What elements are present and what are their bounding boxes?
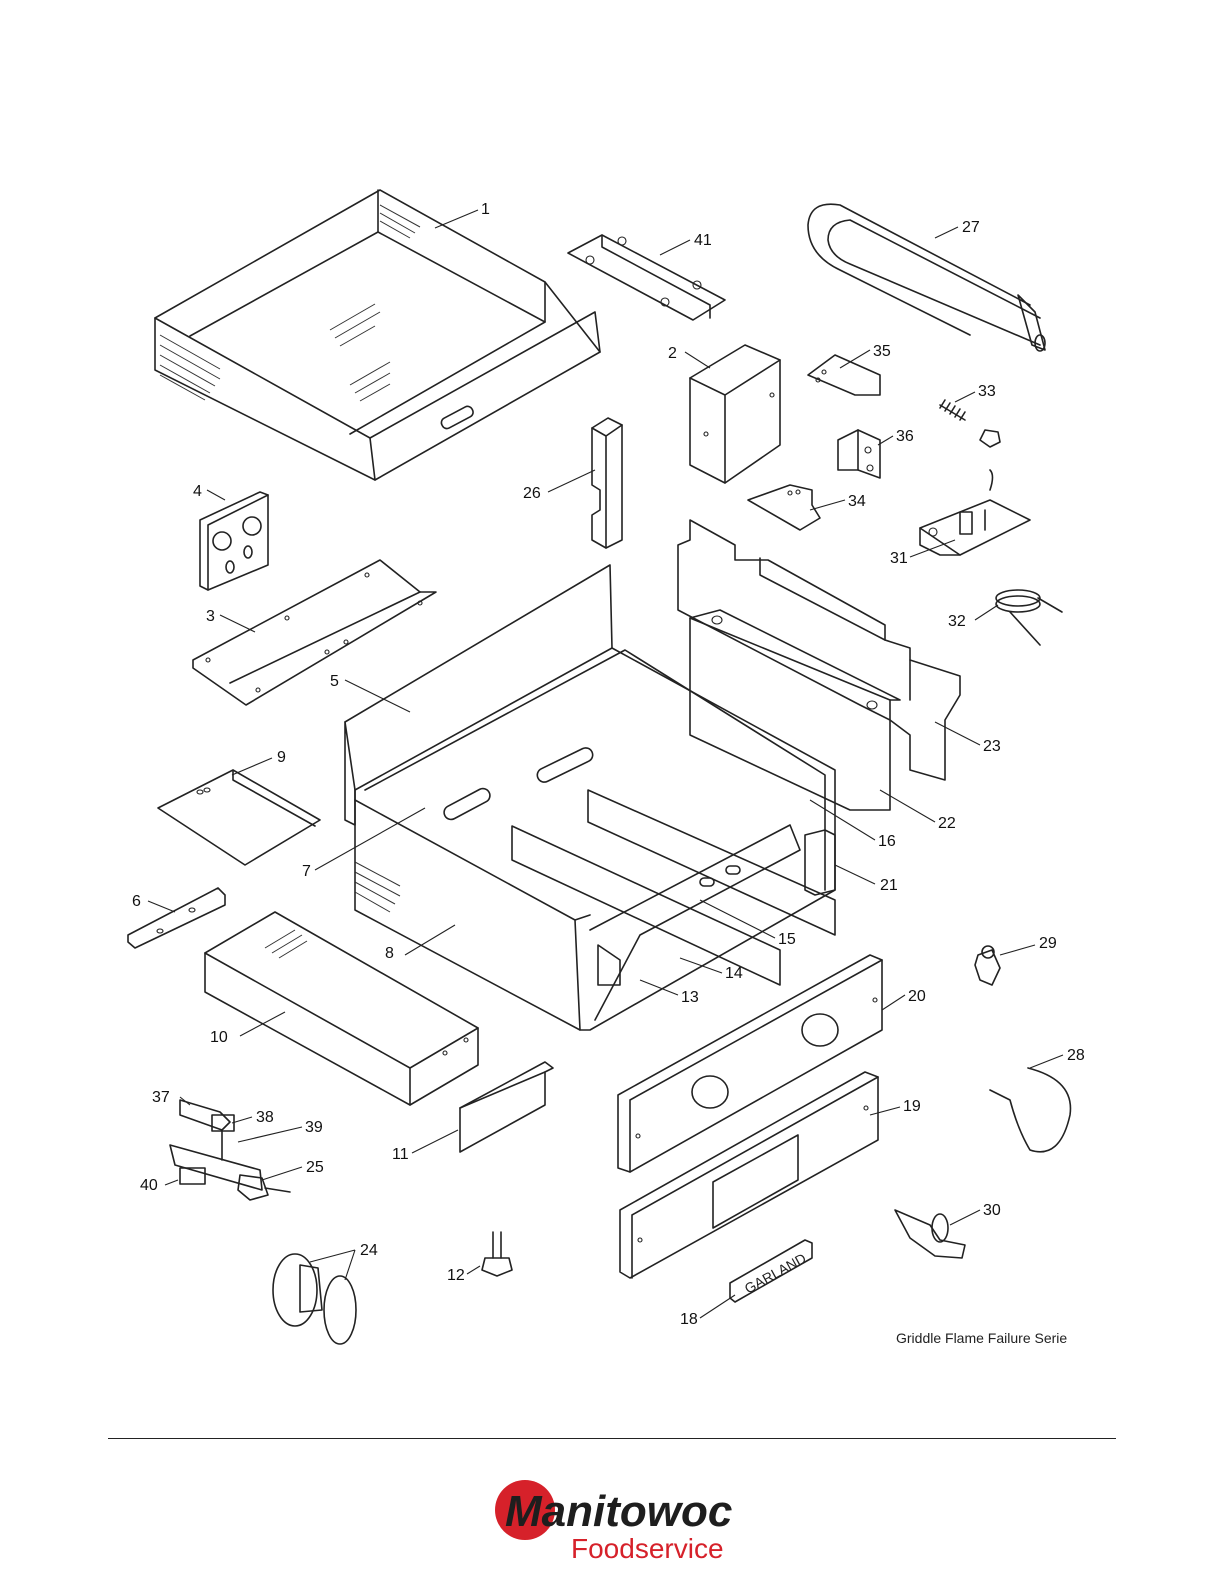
- part-27-burner-tube: [808, 204, 1045, 351]
- part-label-18: 18: [680, 1311, 698, 1328]
- part-label-19: 19: [903, 1098, 921, 1115]
- part-label-15: 15: [778, 931, 796, 948]
- part-label-34: 34: [848, 493, 866, 510]
- part-label-33: 33: [978, 383, 996, 400]
- part-label-35: 35: [873, 343, 891, 360]
- part-label-12: 12: [447, 1267, 465, 1284]
- diagram-caption: Griddle Flame Failure Serie: [896, 1330, 1067, 1346]
- part-label-24: 24: [360, 1242, 378, 1259]
- part-label-28: 28: [1067, 1047, 1085, 1064]
- part-label-38: 38: [256, 1109, 274, 1126]
- part-32-thermocouple-coil: [996, 590, 1062, 645]
- part-26-baffle: [592, 418, 622, 548]
- part-29-fitting: [975, 946, 1000, 985]
- part-28-wire: [990, 1068, 1070, 1152]
- part-label-20: 20: [908, 988, 926, 1005]
- part-label-40: 40: [140, 1177, 158, 1194]
- part-label-5: 5: [330, 673, 339, 690]
- part-label-32: 32: [948, 613, 966, 630]
- part-label-6: 6: [132, 893, 141, 910]
- part-label-39: 39: [305, 1119, 323, 1136]
- part-21-side-trim: [805, 830, 835, 895]
- footer-rule: [108, 1438, 1116, 1439]
- part-label-31: 31: [890, 550, 908, 567]
- part-label-29: 29: [1039, 935, 1057, 952]
- logo-brand-text: Manitowoc: [505, 1487, 732, 1536]
- part-5-8-main-body: [345, 565, 835, 1030]
- part-label-14: 14: [725, 965, 743, 982]
- part-label-41: 41: [694, 232, 712, 249]
- part-label-8: 8: [385, 945, 394, 962]
- part-label-37: 37: [152, 1089, 170, 1106]
- part-19-kick-panel: [620, 1072, 878, 1278]
- part-9-shelf: [158, 770, 320, 865]
- part-33-spring: [940, 400, 1000, 447]
- part-2-panel: [690, 345, 780, 483]
- part-label-9: 9: [277, 749, 286, 766]
- manitowoc-logo: Manitowoc Foodservice: [0, 1472, 1225, 1562]
- part-label-10: 10: [210, 1029, 228, 1046]
- part-label-13: 13: [681, 989, 699, 1006]
- part-label-7: 7: [302, 863, 311, 880]
- part-label-3: 3: [206, 608, 215, 625]
- part-34-bracket: [748, 485, 820, 530]
- part-18-nameplate: GARLAND: [730, 1240, 812, 1302]
- part-36-angle-bracket: [838, 430, 880, 478]
- part-label-16: 16: [878, 833, 896, 850]
- part-label-27: 27: [962, 219, 980, 236]
- part-6-strip: [128, 888, 225, 948]
- part-label-30: 30: [983, 1202, 1001, 1219]
- part-label-36: 36: [896, 428, 914, 445]
- part-label-4: 4: [193, 483, 202, 500]
- part-1-griddle-top: [155, 190, 600, 480]
- part-label-21: 21: [880, 877, 898, 894]
- part-35-bracket: [808, 355, 880, 395]
- part-4-valve-plate: [200, 492, 268, 590]
- part-label-2: 2: [668, 345, 677, 362]
- part-30-valve-stem: [895, 1210, 965, 1258]
- part-10-drawer: [205, 912, 478, 1105]
- logo-sub-text: Foodservice: [571, 1533, 724, 1562]
- part-label-26: 26: [523, 485, 541, 502]
- part-12-screw: [482, 1232, 512, 1276]
- part-label-25: 25: [306, 1159, 324, 1176]
- part-label-22: 22: [938, 815, 956, 832]
- part-label-23: 23: [983, 738, 1001, 755]
- part-13-15-inner-shields: [512, 790, 835, 1020]
- part-11-trim-strip: [460, 1062, 553, 1152]
- part-31-pilot-bracket: [920, 470, 1030, 555]
- part-24-knobs: [273, 1254, 356, 1344]
- part-label-11: 11: [392, 1146, 409, 1163]
- part-label-1: 1: [481, 201, 490, 218]
- part-labels: 1 2 3 4 5 6 7 8 9 10 11 12 13 14 15 16 1…: [132, 201, 1085, 1328]
- part-22-23-rear-panels: [678, 520, 960, 780]
- part-20-front-panel: [618, 955, 882, 1172]
